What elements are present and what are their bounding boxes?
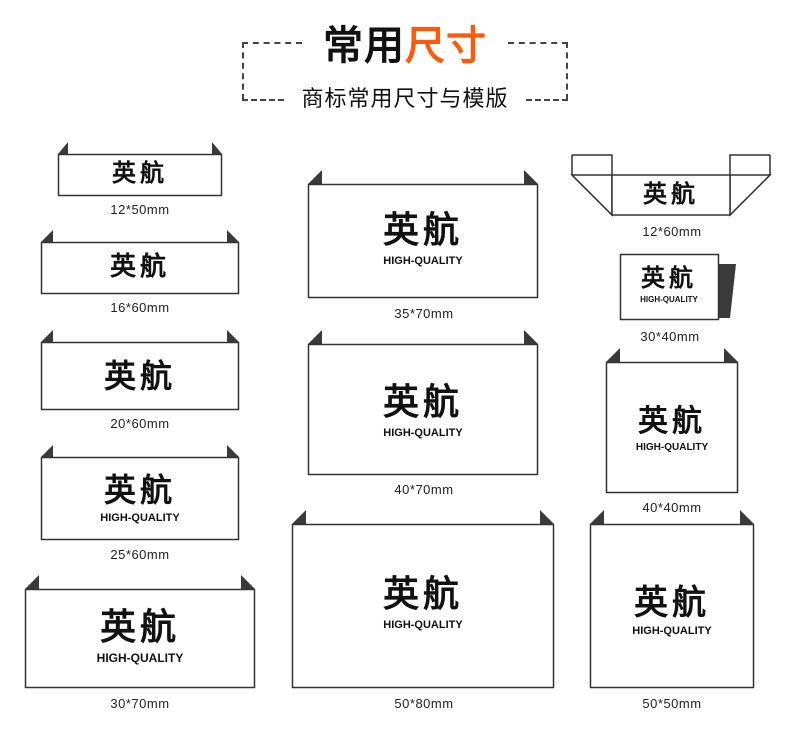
brand-text: 英航 — [643, 179, 699, 208]
label-sample-12x60: 英航 — [570, 154, 772, 217]
tagline-text: HIGH-QUALITY — [96, 651, 184, 665]
label-sample-25x60: 英航 HIGH-QUALITY — [40, 445, 240, 541]
brand-text: 英航 — [382, 573, 463, 615]
frame-line — [242, 42, 302, 44]
size-label: 25*60mm — [110, 547, 170, 562]
tagline-text: HIGH-QUALITY — [383, 427, 463, 439]
title-orange: 尺寸 — [405, 23, 487, 69]
title-black: 常用 — [323, 23, 405, 69]
tagline-text: HIGH-QUALITY — [632, 625, 712, 637]
label-sample-30x40: 英航 HIGH-QUALITY — [619, 253, 738, 321]
size-label: 12*50mm — [110, 202, 170, 217]
size-label: 50*80mm — [394, 696, 454, 711]
size-label: 20*60mm — [110, 416, 170, 431]
frame-line — [526, 99, 568, 101]
size-label: 30*40mm — [640, 329, 700, 344]
frame-line — [508, 42, 568, 44]
label-sample-30x70: 英航 HIGH-QUALITY — [24, 575, 256, 689]
frame-line — [242, 99, 284, 101]
size-label: 16*60mm — [110, 300, 170, 315]
header: 常用尺寸 商标常用尺寸与模版 — [0, 0, 790, 120]
label-sample-16x60: 英航 — [40, 230, 240, 295]
tagline-text: HIGH-QUALITY — [383, 619, 463, 631]
brand-text: 英航 — [103, 471, 176, 509]
label-sample-20x60: 英航 — [40, 330, 240, 411]
label-sample-12x50: 英航 — [57, 142, 223, 197]
brand-text: 英航 — [112, 158, 168, 187]
brand-text: 英航 — [382, 209, 463, 251]
page-subtitle: 商标常用尺寸与模版 — [301, 87, 509, 112]
tagline-text: HIGH-QUALITY — [640, 295, 698, 304]
label-sample-50x50: 英航 HIGH-QUALITY — [589, 510, 755, 689]
brand-text: 英航 — [382, 381, 463, 423]
size-label: 40*40mm — [642, 500, 702, 515]
size-label: 30*70mm — [110, 696, 170, 711]
label-sample-35x70: 英航 HIGH-QUALITY — [307, 170, 539, 299]
size-label: 35*70mm — [394, 306, 454, 321]
brand-text: 英航 — [99, 606, 180, 648]
label-sample-40x40: 英航 HIGH-QUALITY — [605, 348, 739, 494]
label-sample-40x70: 英航 HIGH-QUALITY — [307, 330, 539, 476]
size-label: 50*50mm — [642, 696, 702, 711]
frame-line — [566, 42, 568, 100]
size-label: 12*60mm — [642, 224, 702, 239]
brand-text: 英航 — [638, 404, 706, 439]
brand-text: 英航 — [103, 357, 176, 395]
tagline-text: HIGH-QUALITY — [635, 442, 709, 453]
size-label: 40*70mm — [394, 482, 454, 497]
page-title: 常用尺寸 — [302, 22, 508, 70]
frame-line — [242, 42, 244, 100]
label-sample-50x80: 英航 HIGH-QUALITY — [291, 510, 555, 689]
tagline-text: HIGH-QUALITY — [383, 255, 463, 267]
brand-text: 英航 — [641, 263, 697, 292]
tagline-text: HIGH-QUALITY — [100, 512, 180, 524]
brand-text: 英航 — [634, 583, 710, 623]
brand-text: 英航 — [109, 252, 170, 282]
